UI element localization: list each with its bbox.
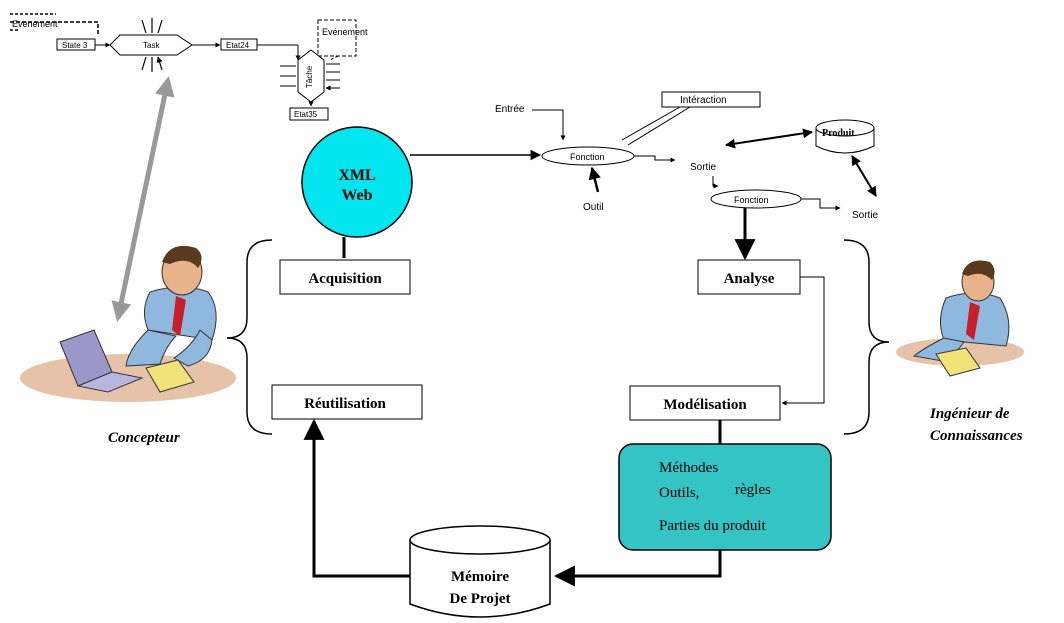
right-brace (843, 239, 890, 435)
interaction-label: Intéraction (680, 95, 727, 106)
etat35-label: Etat35 (294, 110, 318, 119)
sortie2-label: Sortie (852, 210, 879, 221)
produit-database: Produit (815, 119, 875, 154)
xml-web-node: XML Web (301, 126, 413, 258)
ingenieur-figure (896, 260, 1024, 377)
interaction-box (661, 91, 761, 108)
memoire-line1: Mémoire (451, 569, 509, 585)
task-label: Task (143, 41, 160, 50)
xml-label: XML (338, 167, 375, 184)
acquisition-box (279, 259, 411, 295)
etat24-label: Etat24 (226, 41, 250, 50)
analyse-box (697, 259, 801, 295)
reutilisation-label: Réutilisation (304, 396, 386, 412)
memoire-line2: De Projet (450, 591, 511, 607)
state3-label: State 3 (62, 41, 88, 50)
methodes-text: Méthodes (659, 460, 718, 476)
entree-label: Entrée (495, 104, 525, 115)
fonction1-label: Fonction (570, 152, 605, 162)
task-flow: Evenement State 3 Task Etat24 Evénement … (10, 13, 368, 121)
web-label: Web (341, 187, 372, 204)
ingenieur-label-line1: Ingénieur de (929, 406, 1010, 422)
fonction2-label: Fonction (734, 195, 769, 205)
concepteur-figure (20, 245, 236, 402)
modelisation-label: Modélisation (663, 397, 747, 413)
ingenieur-label-line2: Connaissances (930, 428, 1023, 444)
outils-text: Outils, (659, 485, 699, 501)
left-brace (226, 239, 273, 435)
function-flow: Entrée Intéraction Fonction Outil Sortie… (410, 91, 879, 261)
methods-box (618, 443, 832, 551)
designer-link-arrow (111, 76, 175, 322)
regles-text: règles (735, 482, 771, 498)
memoire-database: Mémoire De Projet (409, 525, 551, 618)
analyse-label: Analyse (724, 271, 775, 287)
evenement-left-tag (10, 21, 99, 34)
outil-label: Outil (583, 202, 604, 213)
produit-label: Produit (822, 128, 855, 139)
evenement-right-label: Evénement (322, 27, 368, 37)
concepteur-label: Concepteur (108, 430, 180, 446)
parties-text: Parties du produit (659, 518, 766, 534)
acquisition-label: Acquisition (308, 271, 382, 287)
reutilisation-box (271, 384, 423, 420)
sortie1-label: Sortie (690, 162, 717, 173)
tache-label: Tâche (305, 65, 314, 88)
evenement-left-label: Evenement (12, 19, 58, 29)
modelisation-box (629, 385, 781, 421)
evenement-right-box (317, 19, 357, 57)
etat35-box (289, 107, 329, 121)
